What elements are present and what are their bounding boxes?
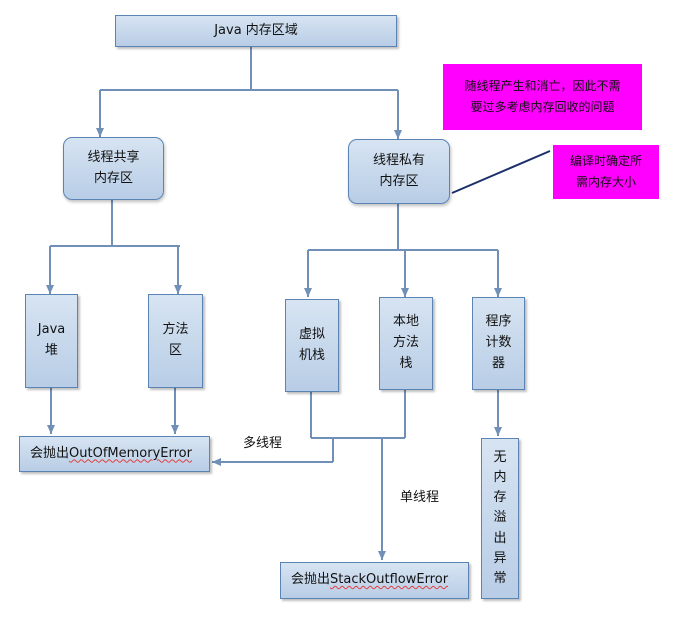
stack-overflow-error-node: 会抛出 StackOutflowError: [280, 562, 469, 599]
private-lifecycle-note: 随线程产生和消亡，因此不需 要过多考虑内存回收的问题: [443, 64, 642, 130]
oom-prefix: 会抛出: [30, 445, 70, 461]
soe-error-text: StackOutflowError: [330, 572, 449, 588]
single-thread-label: 单线程: [400, 490, 440, 505]
compile-time-note: 编译时确定所 需内存大小: [553, 145, 659, 199]
vm-stack-node: 虚拟 机栈: [285, 299, 339, 392]
method-area-node: 方法 区: [148, 294, 203, 388]
shared-memory-node: 线程共享 内存区: [63, 137, 164, 200]
callout-line: [451, 150, 551, 194]
oom-error-node: 会抛出 OutOfMemoryError: [19, 436, 210, 472]
program-counter-node: 程序 计数 器: [472, 297, 525, 390]
native-method-stack-node: 本地 方法 栈: [379, 297, 433, 390]
root-node: Java 内存区域: [115, 15, 397, 47]
oom-error-text: OutOfMemoryError: [69, 445, 192, 461]
heap-node: Java 堆: [25, 294, 78, 388]
private-memory-node: 线程私有 内存区: [348, 139, 450, 204]
multi-thread-label: 多线程: [243, 436, 283, 451]
soe-prefix: 会抛出: [291, 572, 331, 588]
no-overflow-node: 无 内 存 溢 出 异 常: [481, 438, 519, 599]
